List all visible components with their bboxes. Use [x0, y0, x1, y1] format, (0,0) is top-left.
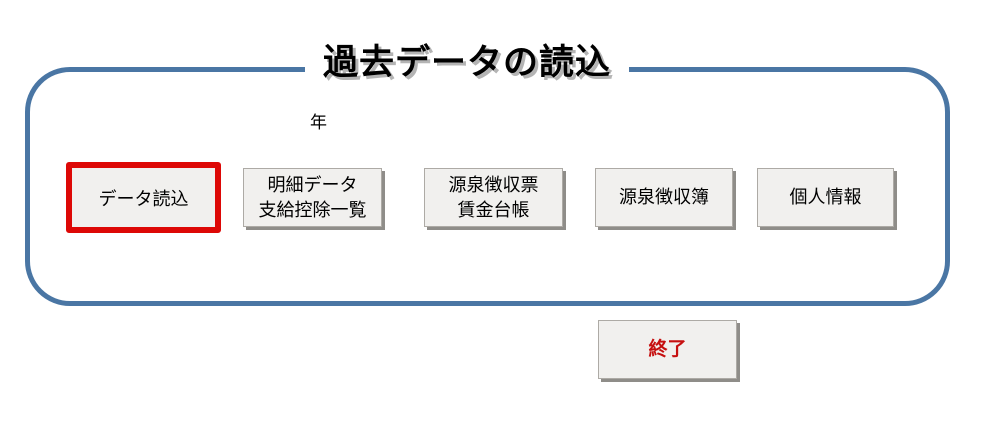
withholding-slip-wage-ledger-button[interactable]: 源泉徴収票 賃金台帳: [424, 168, 563, 227]
detail-button-label-line2: 支給控除一覧: [258, 199, 367, 220]
load-data-button[interactable]: データ読込: [66, 162, 221, 233]
detail-data-deduction-list-button[interactable]: 明細データ 支給控除一覧: [243, 168, 382, 227]
detail-button-label-line1: 明細データ: [267, 175, 358, 196]
withholding-slip-label-line2: 賃金台帳: [457, 199, 530, 220]
group-box-title: 過去データの読込: [304, 34, 630, 85]
load-data-button-label: データ読込: [98, 188, 189, 209]
year-label: 年: [310, 113, 327, 132]
personal-info-button-label: 個人情報: [789, 187, 862, 208]
withholding-book-button-label: 源泉徴収簿: [619, 187, 709, 208]
exit-button[interactable]: 終了: [598, 320, 737, 379]
withholding-book-button[interactable]: 源泉徴収簿: [595, 168, 733, 227]
exit-button-label: 終了: [648, 338, 687, 360]
withholding-slip-label-line1: 源泉徴収票: [448, 175, 539, 196]
personal-info-button[interactable]: 個人情報: [757, 168, 894, 227]
